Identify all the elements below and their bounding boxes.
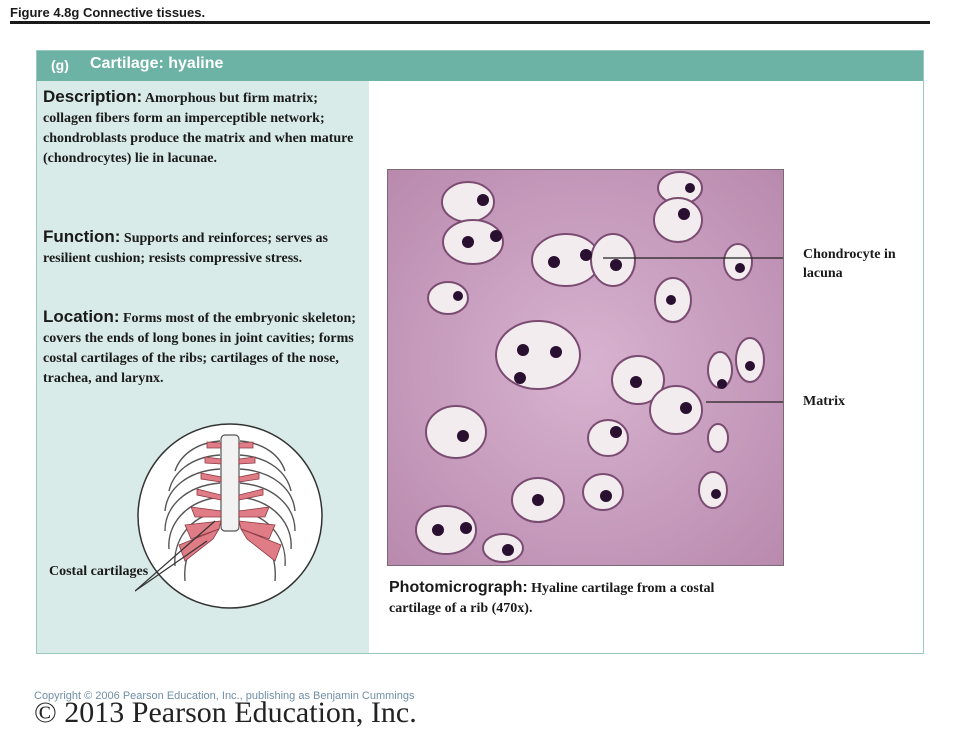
panel-tag: (g) [51, 57, 69, 73]
diagram-leader-1 [135, 520, 216, 592]
copyright-line: Copyright © 2006 Pearson Education, Inc.… [34, 690, 415, 702]
watermark: © 2013 Pearson Education, Inc. [34, 696, 417, 729]
caption-text: Hyaline cartilage from a costal cartilag… [389, 581, 715, 616]
panel-header: (g) Cartilage: hyaline [37, 51, 923, 81]
diagram-leader-2 [135, 540, 208, 592]
location-text: Forms most of the embryonic skeleton; co… [43, 311, 356, 386]
chondrocyte-nuclei [432, 183, 755, 556]
sternum [220, 434, 240, 532]
location-paragraph: Location: Forms most of the embryonic sk… [43, 307, 363, 389]
photomicrograph [387, 169, 784, 566]
location-lead: Location: [43, 307, 120, 326]
figure-title: Figure 4.8g Connective tissues. [10, 5, 206, 20]
function-text: Supports and reinforces; serves as resil… [43, 231, 328, 266]
chondrocyte-label: Chondrocyte in lacuna [803, 247, 896, 281]
caption-lead: Photomicrograph: [389, 579, 528, 596]
function-paragraph: Function: Supports and reinforces; serve… [43, 227, 363, 269]
description-paragraph: Description: Amorphous but firm matrix; … [43, 87, 363, 169]
function-lead: Function: [43, 227, 121, 246]
photomicrograph-caption: Photomicrograph: Hyaline cartilage from … [389, 579, 769, 619]
matrix-label: Matrix [803, 394, 845, 409]
description-lead: Description: [43, 87, 143, 106]
lacunae [415, 171, 765, 563]
description-text: Amorphous but firm matrix; collagen fibe… [43, 91, 354, 166]
text-column: Description: Amorphous but firm matrix; … [37, 81, 369, 653]
panel-heading: Cartilage: hyaline [90, 55, 224, 72]
title-rule [10, 21, 930, 24]
figure-panel: (g) Cartilage: hyaline Description: Amor… [36, 50, 924, 654]
rib-cage-diagram [135, 423, 323, 609]
costal-cartilages-label: Costal cartilages [49, 564, 149, 579]
